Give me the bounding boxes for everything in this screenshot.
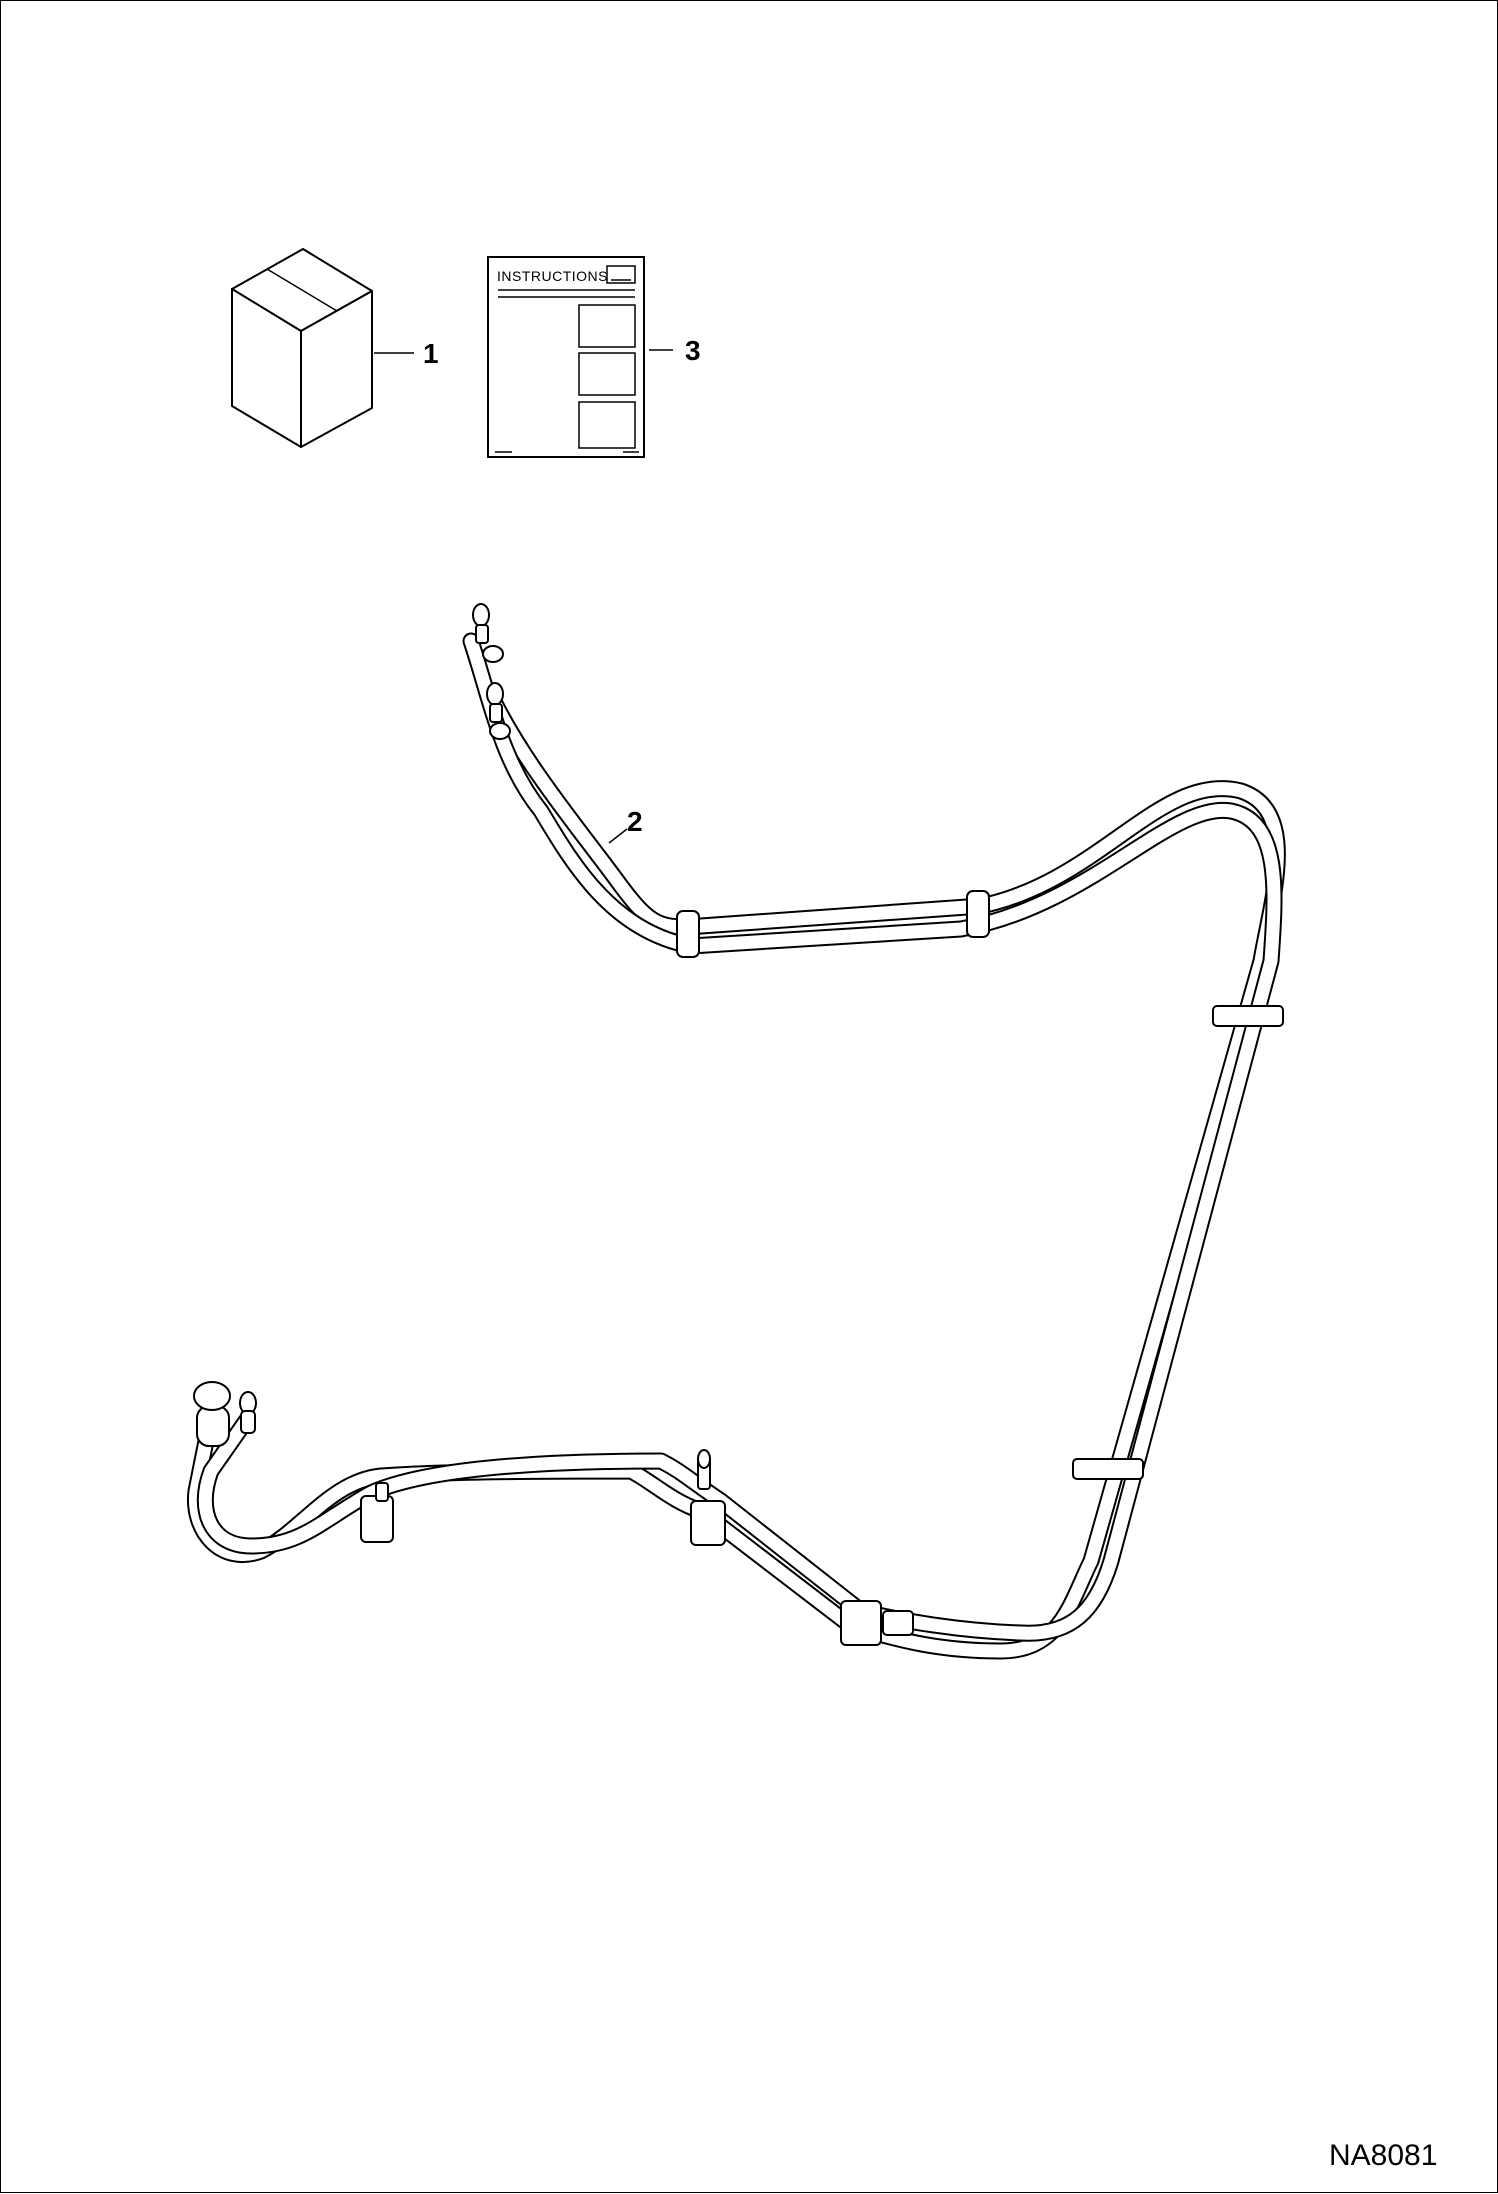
callout-1: 1 (423, 338, 439, 369)
callout-2: 2 (627, 806, 643, 837)
figure-id: NA8081 (1329, 2139, 1437, 2172)
box-icon (231, 248, 373, 448)
instructions-sheet-icon: INSTRUCTIONS (487, 256, 645, 458)
cable-harness-icon (186, 603, 1286, 1660)
leader-line-2 (608, 828, 628, 844)
callout-3: 3 (685, 335, 701, 366)
instructions-heading: INSTRUCTIONS (497, 268, 608, 284)
